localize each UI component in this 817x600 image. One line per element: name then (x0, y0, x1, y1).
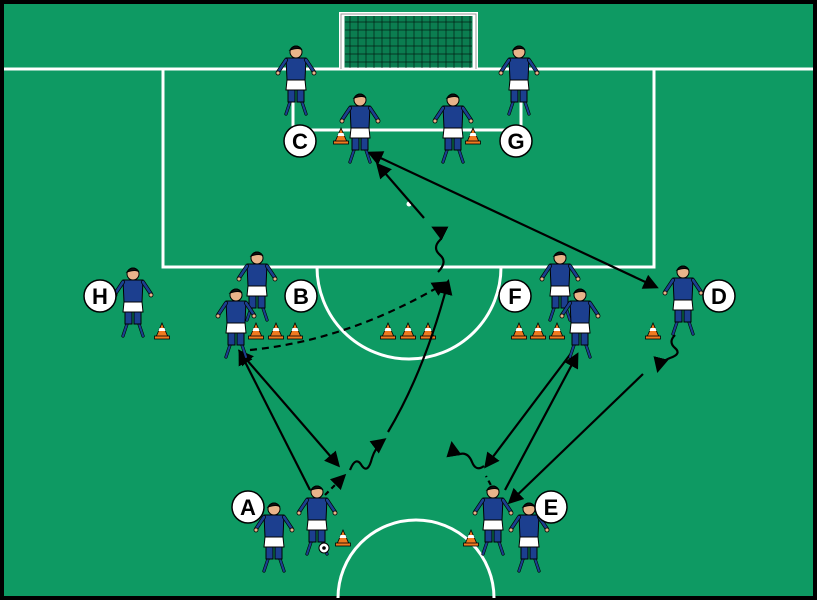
pass-arrow (504, 352, 579, 491)
pass-arrow (237, 349, 341, 468)
pass-arrow (367, 151, 659, 289)
label-A-text: A (240, 495, 256, 520)
label-B-text: B (293, 284, 309, 309)
label-A: A (231, 490, 265, 524)
label-B: B (284, 279, 318, 313)
position-labels: A B C D E F G H (83, 124, 736, 524)
pass-arrow (507, 373, 644, 505)
dashed-run-arrow (324, 473, 347, 496)
label-G-text: G (507, 129, 524, 154)
label-C: C (283, 124, 317, 158)
pass-arrow (387, 279, 453, 433)
pass-arrow (484, 351, 573, 469)
label-H-text: H (92, 284, 108, 309)
label-D: D (702, 279, 736, 313)
dribble-arrow (446, 440, 485, 470)
label-C-text: C (292, 129, 308, 154)
label-E: E (534, 490, 568, 524)
label-F: F (498, 279, 532, 313)
goal (339, 12, 478, 71)
dribble-arrow (348, 438, 387, 471)
dribble-arrow (431, 226, 449, 273)
label-E-text: E (544, 495, 559, 520)
ball (318, 542, 330, 554)
dribble-arrow (653, 334, 679, 373)
label-F-text: F (508, 284, 521, 309)
arrows (237, 151, 679, 505)
run-arrow (375, 162, 425, 219)
label-D-text: D (711, 284, 727, 309)
center-circle (336, 518, 496, 599)
dashed-pass-arrow (249, 281, 448, 352)
penalty-arc (315, 266, 503, 361)
label-G: G (499, 124, 533, 158)
label-H: H (83, 279, 117, 313)
